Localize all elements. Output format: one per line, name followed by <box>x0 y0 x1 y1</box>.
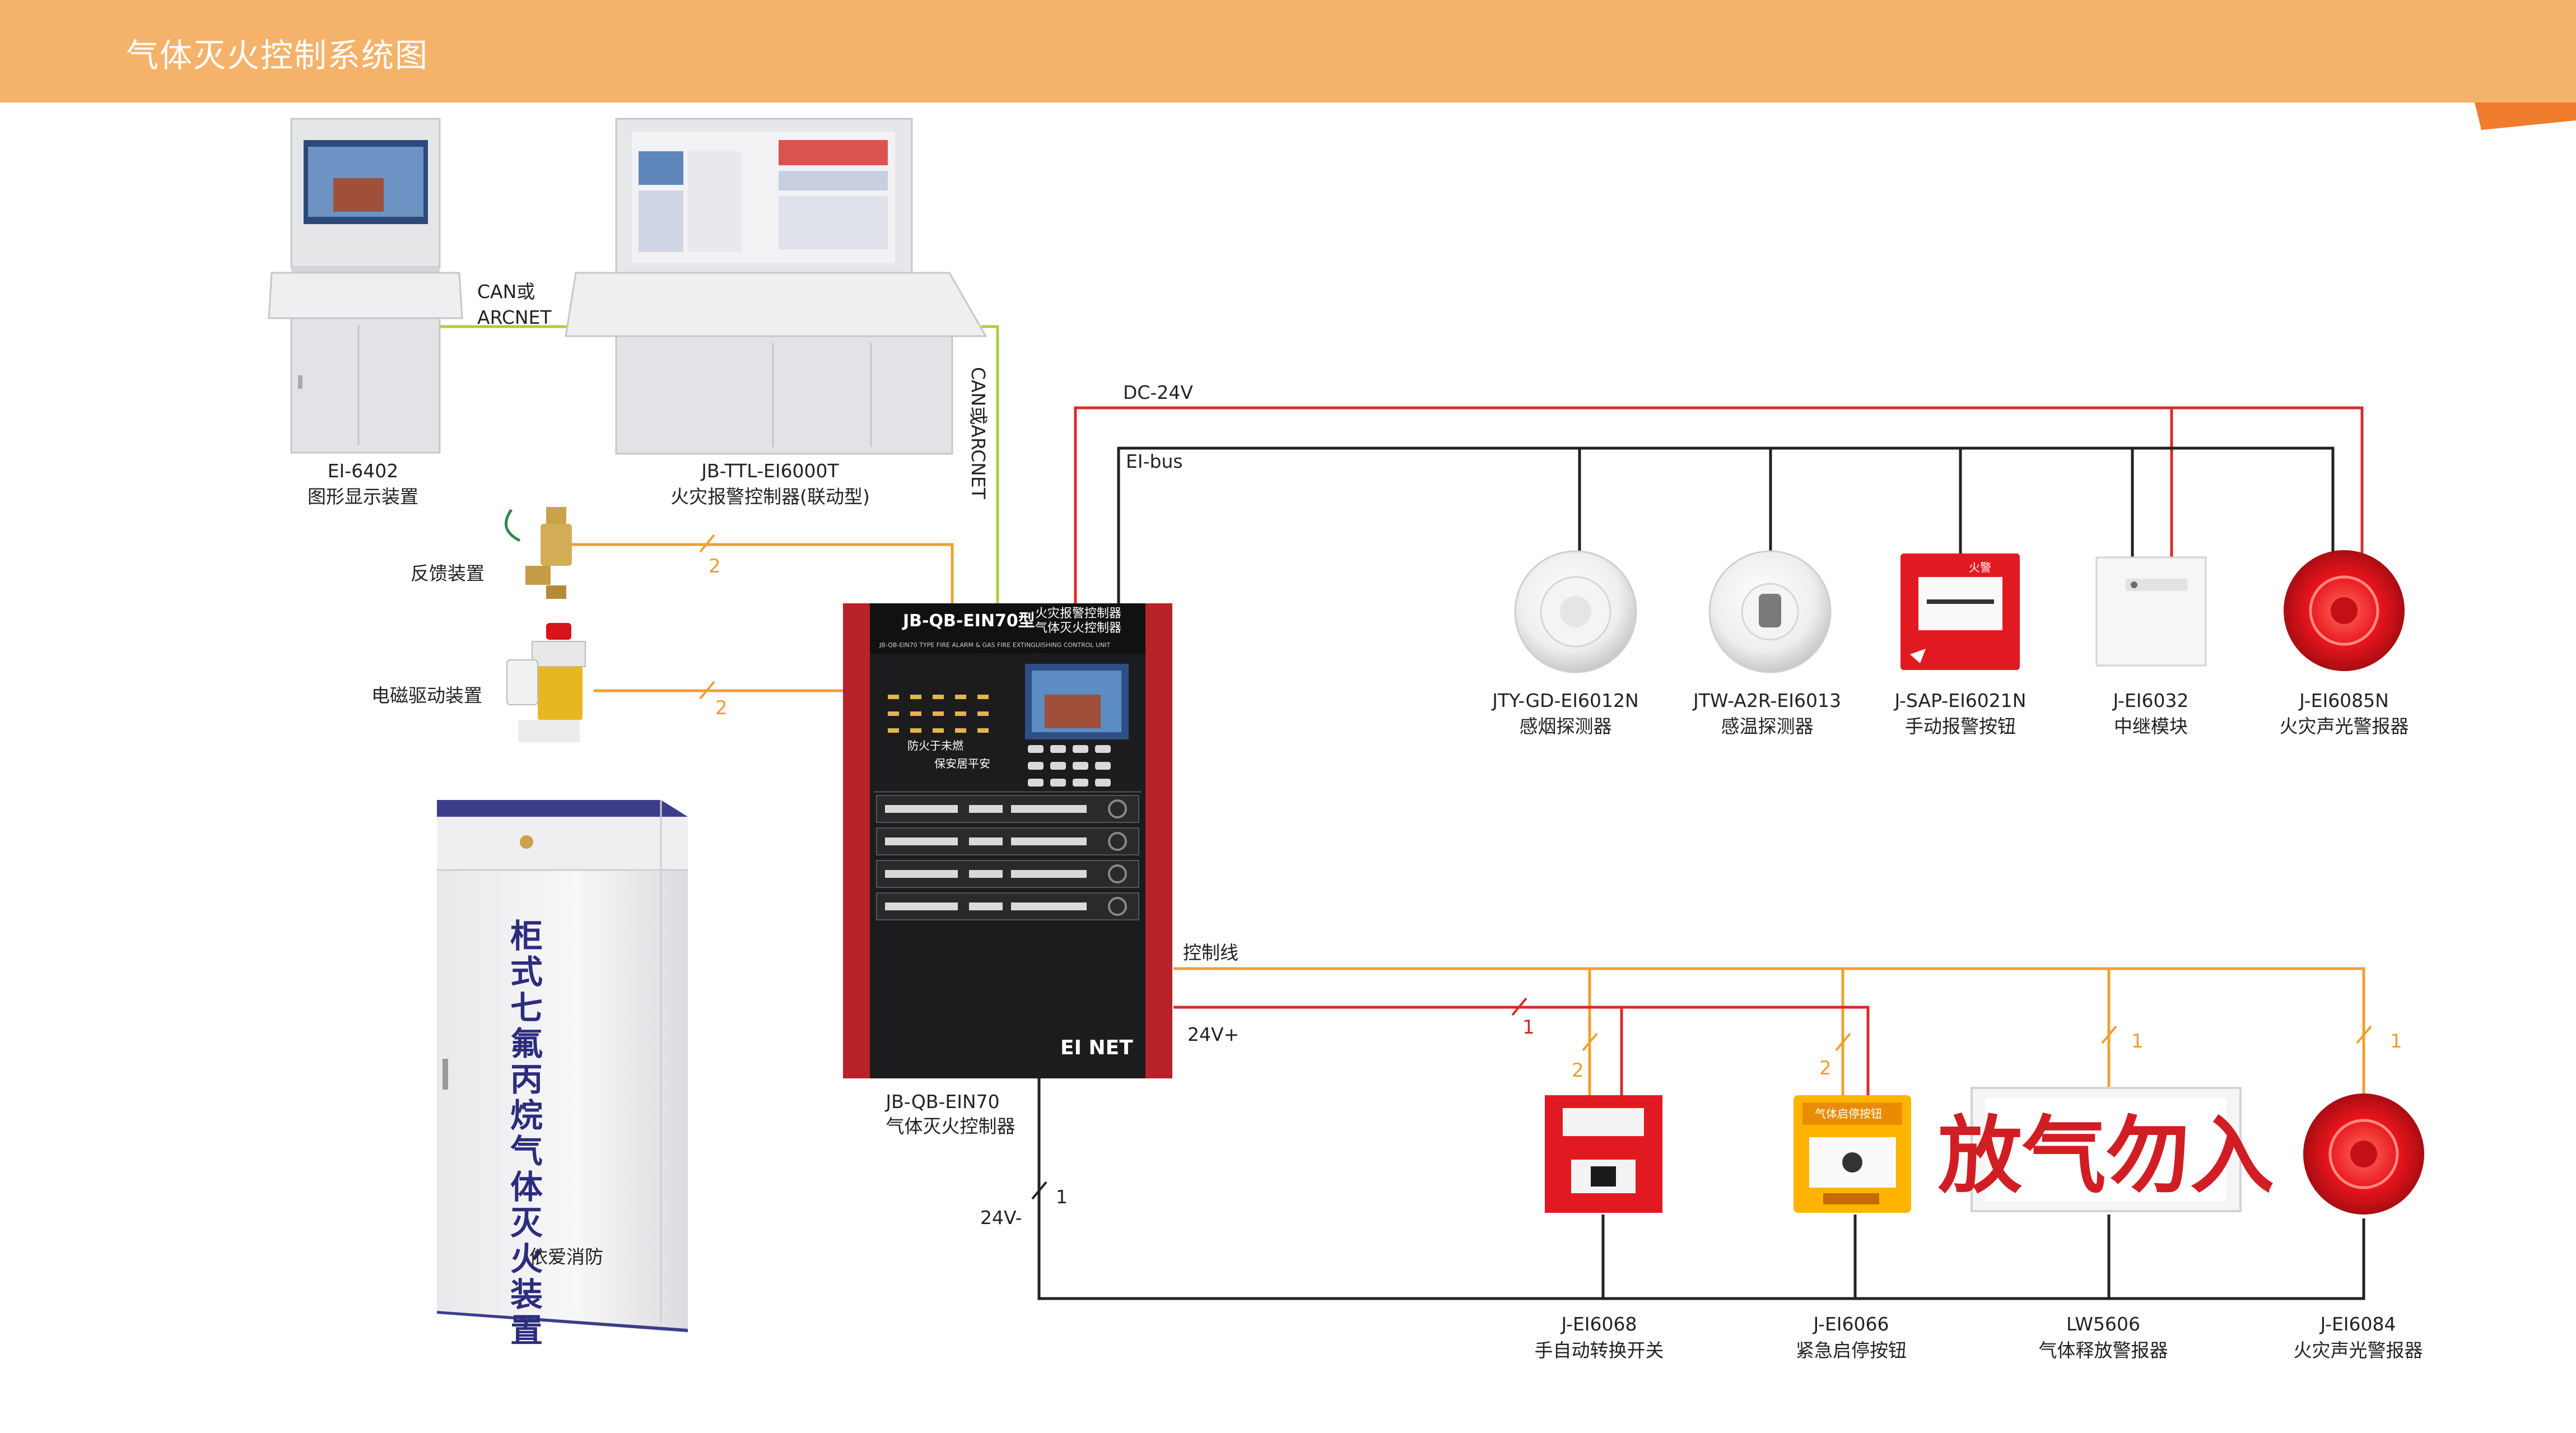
switch-name: 手自动转换开关 <box>1535 1339 1664 1361</box>
sounder-strobe-top <box>2284 550 2405 671</box>
wire-count-ticks <box>699 534 2372 1200</box>
cabinet-text: 柜式七氟丙烷气体灭火装置 <box>505 919 543 1349</box>
count-ei6084: 1 <box>2390 1030 2402 1053</box>
manual-face-text: 火警 <box>1969 561 1991 574</box>
count-solenoid: 2 <box>715 697 728 719</box>
ei6402-name: 图形显示装置 <box>308 486 418 508</box>
gas-release-alarm-sign <box>1971 1087 2242 1212</box>
lw5606-name: 气体释放警报器 <box>2039 1339 2168 1361</box>
v24minus-line <box>1037 1078 2365 1300</box>
manual-alarm-button <box>1900 553 2020 670</box>
lw5606-model: LW5606 <box>2066 1313 2140 1335</box>
heat-model: JTW-A2R-EI6013 <box>1692 690 1841 711</box>
smoke-model: JTY-GD-EI6012N <box>1491 690 1638 711</box>
manual-model: J-SAP-EI6021N <box>1894 690 2027 711</box>
auto-manual-switch <box>1545 1095 1662 1213</box>
label-dc24v: DC-24V <box>1123 381 1193 403</box>
estop-face-text: 气体启停按钮 <box>1815 1107 1882 1120</box>
switch-model: J-EI6068 <box>1560 1313 1637 1335</box>
controller-panel-title: JB-QB-EIN70型 <box>902 611 1035 631</box>
count-feedback: 2 <box>709 555 721 578</box>
sounder-bottom-name: 火灾声光警报器 <box>2294 1339 2423 1361</box>
label-eibus: EI-bus <box>1126 450 1183 472</box>
eibus-bus <box>1117 446 2335 603</box>
count-switch: 2 <box>1572 1059 1584 1082</box>
controller-model: JB-QB-EIN70 <box>884 1091 999 1113</box>
header-tab <box>2475 103 2576 130</box>
count-v24minus: 1 <box>1056 1186 1068 1208</box>
sounder-top-name: 火灾声光警报器 <box>2280 715 2409 737</box>
feedback-device <box>505 507 572 599</box>
ei6000t-console <box>565 118 987 455</box>
heat-name: 感温探测器 <box>1721 715 1814 737</box>
smoke-name: 感烟探测器 <box>1520 715 1612 737</box>
estop-model: J-EI6066 <box>1812 1313 1889 1335</box>
controller-panel-sub1: 火灾报警控制器 <box>1035 607 1121 621</box>
emergency-start-stop-button <box>1794 1095 1911 1213</box>
count-lw5606: 1 <box>2131 1030 2144 1053</box>
sounder-bottom-model: J-EI6084 <box>2319 1313 2396 1335</box>
controller-panel-en: JB-QB-EIN70 TYPE FIRE ALARM & GAS FIRE E… <box>879 641 1111 649</box>
relay-module <box>2095 556 2207 667</box>
controller-logo: EI NET <box>1060 1036 1133 1059</box>
estop-name: 紧急启停按钮 <box>1796 1339 1907 1361</box>
control-line <box>1173 967 2365 1095</box>
count-estop: 2 <box>1819 1057 1832 1080</box>
can-line-vertical <box>981 325 999 603</box>
controller-panel-sub2: 气体灭火控制器 <box>1035 621 1121 635</box>
lw5606-sign-text: 放气勿入 <box>1938 1106 2274 1205</box>
label-v24plus: 24V+ <box>1187 1023 1239 1045</box>
label-can-h-2: ARCNET <box>477 306 552 328</box>
label-control: 控制线 <box>1183 942 1238 964</box>
cabinet-brand: 依爱消防 <box>529 1246 603 1268</box>
controller-slogan-1: 防火于未燃 <box>907 739 963 752</box>
sounder-strobe-bottom <box>2303 1094 2424 1215</box>
ei6402-model: EI-6402 <box>328 460 398 482</box>
smoke-detector <box>1514 550 1637 673</box>
label-can-h-1: CAN或 <box>477 281 535 303</box>
sounder-top-model: J-EI6085N <box>2298 690 2389 711</box>
ei6000t-model: JB-TTL-EI6000T <box>700 460 839 482</box>
solenoid-device <box>506 623 586 742</box>
solenoid-label: 电磁驱动装置 <box>371 685 482 706</box>
relay-model: J-EI6032 <box>2112 690 2188 711</box>
v24plus-line <box>1173 1006 1870 1095</box>
feedback-label: 反馈装置 <box>411 562 485 584</box>
ei6000t-name: 火灾报警控制器(联动型) <box>670 486 870 508</box>
manual-name: 手动报警按钮 <box>1905 715 2016 737</box>
extinguisher-cabinet <box>437 800 688 1332</box>
heat-detector <box>1708 550 1832 673</box>
count-red-24v: 1 <box>1522 1016 1535 1039</box>
page-title: 气体灭火控制系统图 <box>126 36 429 75</box>
controller-slogan-2: 保安居平安 <box>934 757 990 770</box>
label-can-v: CAN或ARCNET <box>967 367 989 500</box>
dc24v-bus <box>1074 406 2364 603</box>
gas-controller-panel <box>843 603 1172 1078</box>
relay-name: 中继模块 <box>2114 715 2188 737</box>
controller-name: 气体灭火控制器 <box>886 1115 1016 1137</box>
feedback-wire <box>570 543 954 603</box>
ei6402-console <box>268 118 463 454</box>
header-bar: 气体灭火控制系统图 <box>0 0 2576 103</box>
label-v24minus: 24V- <box>980 1207 1022 1229</box>
